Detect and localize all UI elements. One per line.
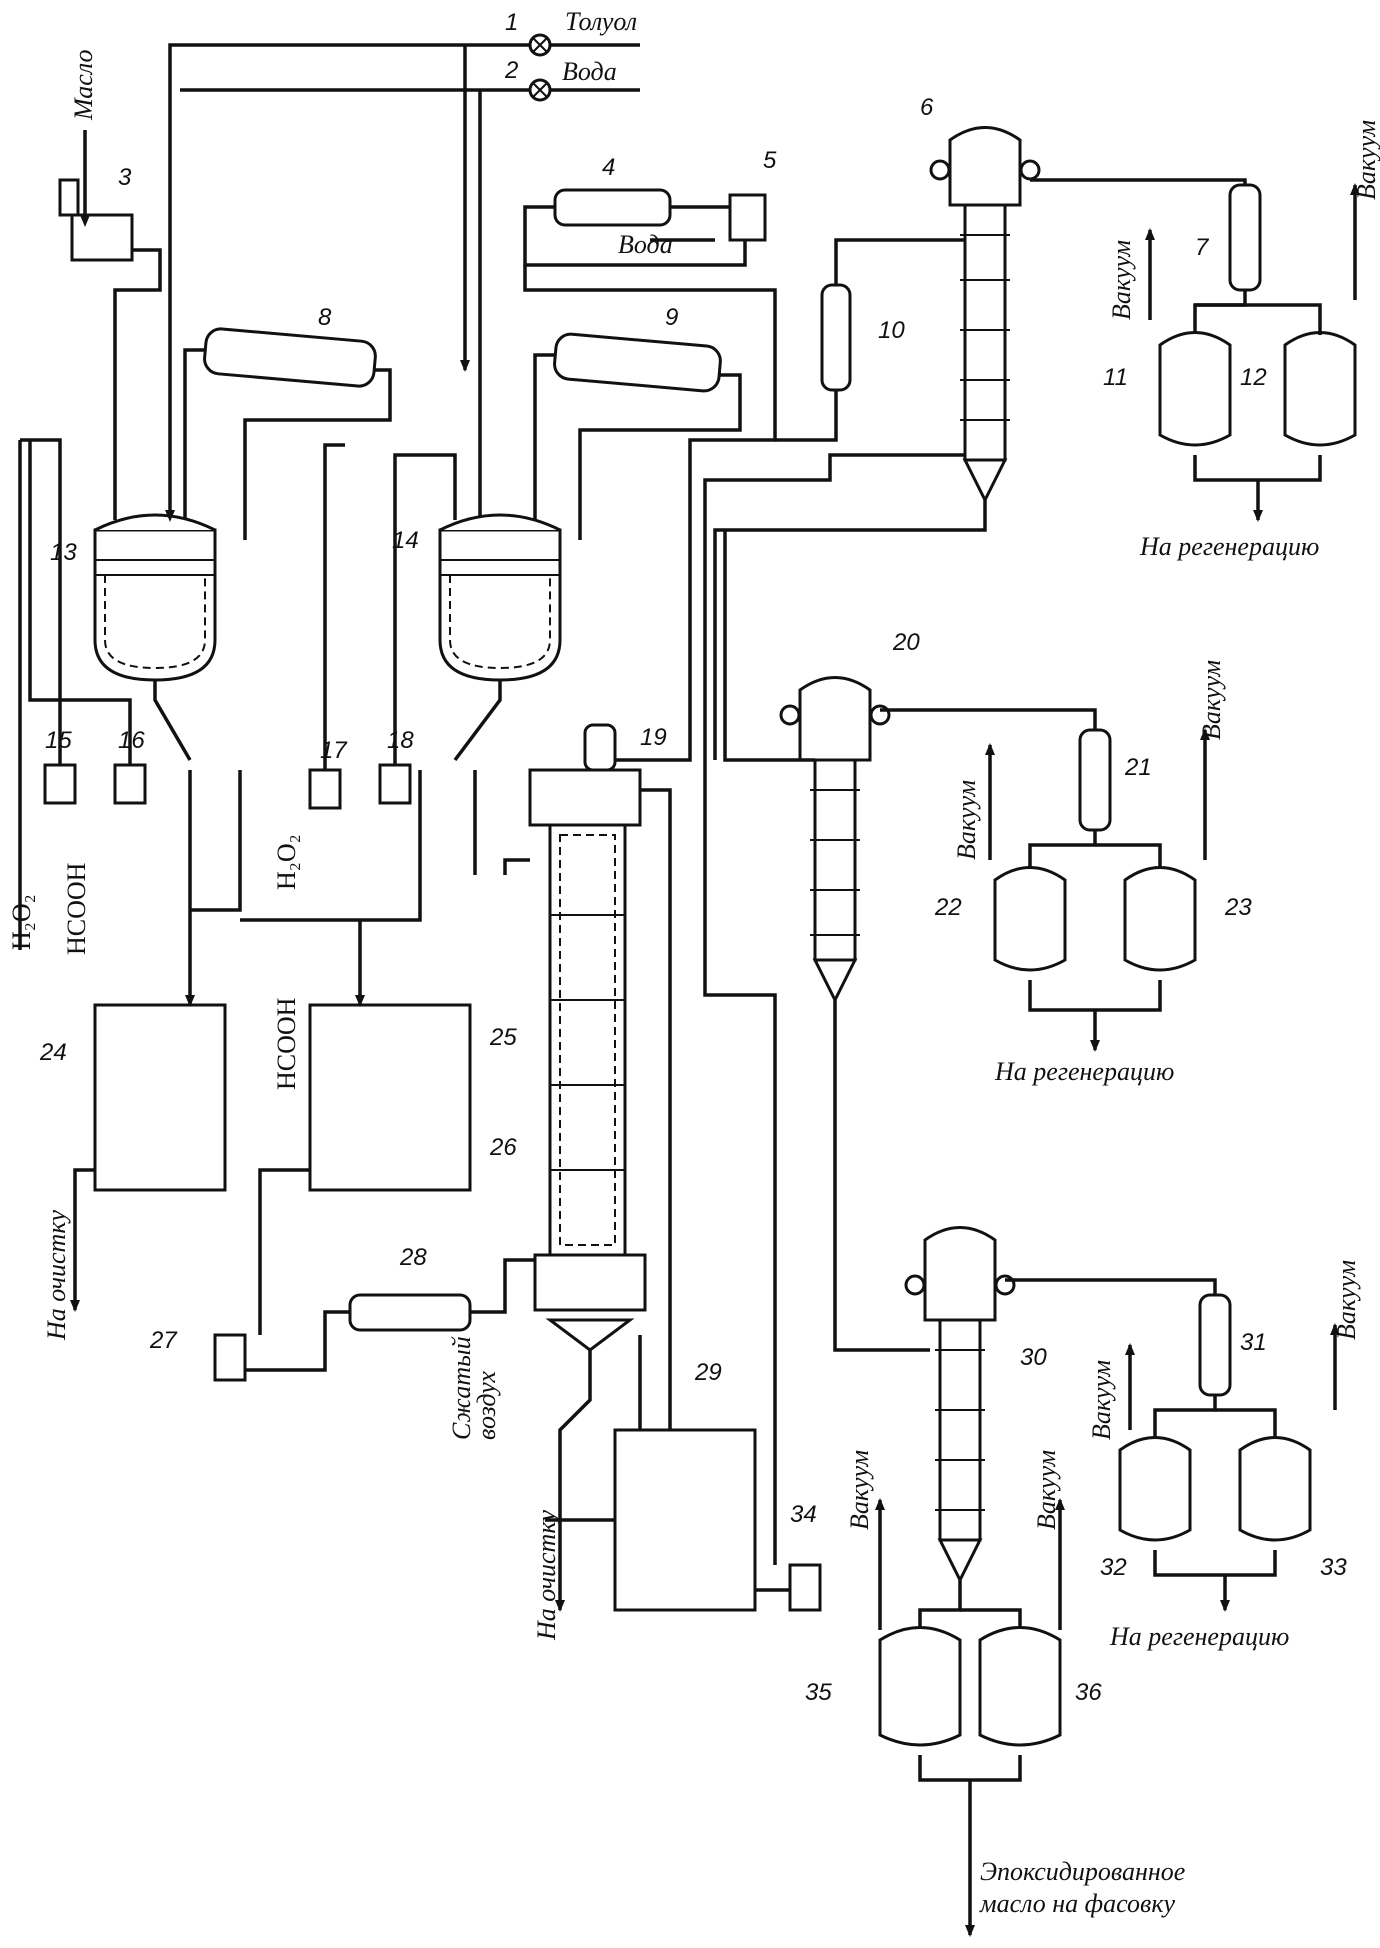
eq-4-number: 4: [602, 154, 615, 181]
flow-arrows: [70, 183, 1360, 1937]
water-feed-line: [180, 78, 640, 520]
eq-21-number: 21: [1124, 754, 1152, 781]
product-label-line2: масло на фасовку: [979, 1889, 1175, 1918]
condenser-31: [1198, 1293, 1232, 1397]
column-30: [904, 1226, 1016, 1584]
vacuum-label-7: Вакуум: [845, 1450, 874, 1530]
eq-32-number: 32: [1100, 1554, 1127, 1581]
oil-pump-3: [58, 178, 80, 217]
eq-35-number: 35: [805, 1679, 832, 1706]
oil-tank-3: [70, 213, 134, 262]
valve-2-number: 2: [504, 57, 518, 84]
to-cleaning-label-2: На очистку: [532, 1510, 561, 1641]
vacuum-label-6: Вакуум: [1332, 1260, 1361, 1340]
receiver-22: [993, 866, 1067, 972]
condenser-21: [1078, 728, 1112, 832]
eq-34-number: 34: [790, 1501, 817, 1528]
condenser-4: [553, 188, 672, 227]
eq-29-number: 29: [694, 1359, 722, 1386]
vacuum-label-1: Вакуум: [1107, 240, 1136, 320]
eq-19-number: 19: [640, 724, 667, 751]
receiver-23: [1123, 866, 1197, 972]
oil-label: Масло: [69, 50, 98, 121]
hcooh-label-left: HCOOH: [62, 862, 91, 955]
eq-31-number: 31: [1240, 1329, 1267, 1356]
reactor-13: [93, 513, 217, 682]
product-label-line1: Эпоксидированное: [980, 1857, 1185, 1886]
eq-24-number: 24: [39, 1039, 67, 1066]
eq-11-number: 11: [1103, 364, 1128, 391]
eq-6-number: 6: [920, 94, 934, 121]
heater-10: [820, 283, 852, 392]
column-26: [528, 723, 647, 1352]
to-regeneration-label-1: На регенерацию: [1139, 532, 1319, 561]
separator-5: [728, 193, 767, 242]
eq-23-number: 23: [1224, 894, 1252, 921]
tank-25: [308, 1003, 472, 1192]
eq-5-number: 5: [763, 147, 777, 174]
eq-25-number: 25: [489, 1024, 517, 1051]
eq-13-number: 13: [50, 539, 77, 566]
eq-27-number: 27: [149, 1327, 178, 1354]
hcooh-label-mid: HCOOH: [272, 997, 301, 1090]
receiver-32: [1118, 1436, 1192, 1542]
eq-18-number: 18: [387, 727, 414, 754]
vacuum-label-8: Вакуум: [1032, 1450, 1061, 1530]
eq-3-number: 3: [118, 164, 132, 191]
column-20: [779, 676, 891, 1004]
vacuum-label-5: Вакуум: [1087, 1360, 1116, 1440]
receiver-35: [878, 1626, 962, 1747]
vacuum-label-4: Вакуум: [1197, 660, 1226, 740]
toluene-feed-line: [168, 33, 640, 520]
dosing-tank-18: [378, 763, 412, 805]
water-label: Вода: [562, 57, 617, 86]
condenser-9: [553, 332, 722, 393]
eq-10-number: 10: [878, 317, 905, 344]
vacuum-label-2: Вакуум: [1352, 120, 1380, 200]
condenser-7: [1228, 183, 1262, 292]
eq-28-number: 28: [399, 1244, 427, 1271]
receiver-36: [978, 1626, 1062, 1747]
h2o2-label-mid: H₂O₂: [272, 834, 301, 890]
eq-9-number: 9: [665, 304, 678, 331]
receiver-12: [1283, 331, 1357, 447]
receiver-33: [1238, 1436, 1312, 1542]
toluene-label: Толуол: [565, 7, 637, 36]
eq-8-number: 8: [318, 304, 332, 331]
condenser-8: [203, 327, 377, 388]
compressed-air-label-1: Сжатый: [447, 1336, 476, 1440]
pump-27: [213, 1333, 247, 1382]
h2o2-label-left: H₂O₂: [7, 894, 36, 950]
eq-22-number: 22: [934, 894, 962, 921]
eq-7-number: 7: [1195, 234, 1210, 261]
to-cleaning-label-1: На очистку: [42, 1210, 71, 1341]
eq-36-number: 36: [1075, 1679, 1102, 1706]
dosing-tank-16: [113, 763, 147, 805]
eq-12-number: 12: [1240, 364, 1267, 391]
vacuum-label-3: Вакуум: [952, 780, 981, 860]
to-regeneration-label-3: На регенерацию: [1109, 1622, 1289, 1651]
dosing-tank-15: [43, 763, 77, 805]
eq-33-number: 33: [1320, 1554, 1347, 1581]
eq-30-number: 30: [1020, 1344, 1047, 1371]
receiver-11: [1158, 331, 1232, 447]
column-6: [929, 126, 1041, 504]
eq-20-number: 20: [892, 629, 920, 656]
dosing-tank-17: [308, 768, 342, 810]
to-regeneration-label-2: На регенерацию: [994, 1057, 1174, 1086]
compressed-air-label-2: воздух: [472, 1371, 501, 1440]
tank-29: [613, 1428, 757, 1612]
water-cooler-label: Вода: [618, 230, 673, 259]
pump-34: [788, 1563, 822, 1612]
reactor-14: [438, 513, 562, 682]
tank-24: [93, 1003, 227, 1192]
heater-28: [348, 1293, 472, 1332]
valve-1-number: 1: [505, 9, 518, 36]
eq-26-number: 26: [489, 1134, 517, 1161]
